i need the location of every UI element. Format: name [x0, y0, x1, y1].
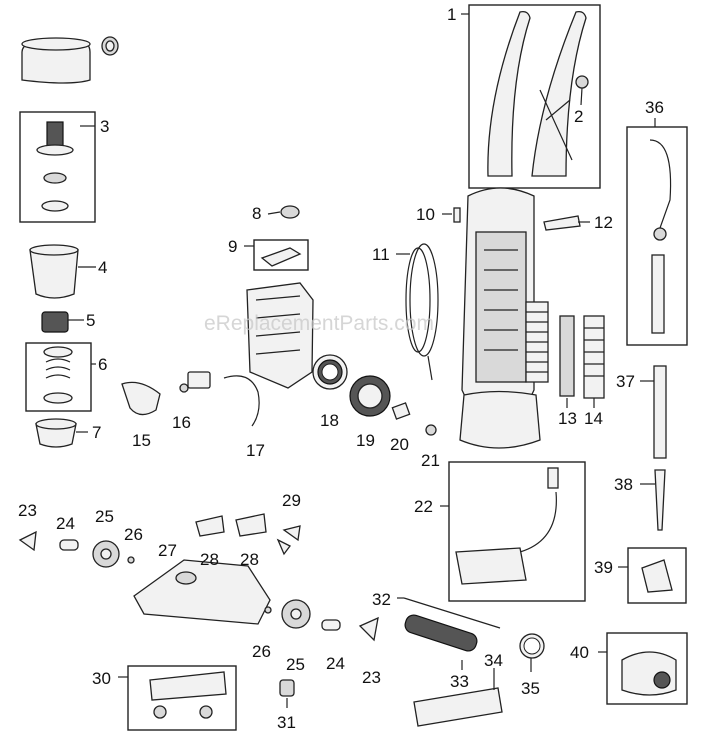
callout-24a: 24	[56, 514, 75, 533]
callout-34: 34	[484, 651, 503, 670]
extension-hose	[649, 139, 672, 334]
filter-stack	[43, 346, 73, 404]
callout-11: 11	[372, 245, 390, 264]
gasket-ring	[312, 354, 348, 390]
latch	[260, 247, 302, 267]
crevice-tool	[654, 469, 666, 531]
small-cap	[425, 424, 437, 436]
watermark: eReplacementParts.com	[204, 312, 434, 335]
knob	[280, 205, 300, 219]
box-accessory-group	[626, 126, 688, 346]
box-latch-group	[253, 239, 309, 271]
callout-36: 36	[645, 98, 664, 117]
wire-harness	[223, 375, 260, 427]
nozzle-base	[133, 559, 271, 625]
callout-18: 18	[320, 411, 339, 430]
callout-25b: 25	[286, 655, 305, 674]
callout-32: 32	[372, 590, 391, 609]
callout-28b: 28	[240, 550, 259, 569]
small-parts-right	[264, 599, 379, 642]
callout-labels: 1 2 3 4 5 6 7 8 9 10 11 12 13 14 15 16 1…	[18, 5, 664, 732]
callout-31: 31	[277, 713, 296, 732]
callout-9: 9	[228, 237, 237, 256]
box-tool-39	[627, 547, 687, 604]
small-parts-left	[18, 530, 135, 568]
connector-12	[543, 215, 581, 231]
callout-6: 6	[98, 355, 107, 374]
callout-8: 8	[252, 204, 261, 223]
box-handle-group	[468, 4, 601, 189]
wheel-brackets-28	[195, 513, 267, 537]
nozzle-parts-30	[149, 671, 227, 719]
callout-15: 15	[132, 431, 151, 450]
callout-35: 35	[521, 679, 540, 698]
side-filter-13	[525, 301, 549, 383]
callout-38: 38	[614, 475, 633, 494]
clip	[575, 75, 589, 89]
callout-28a: 28	[200, 550, 219, 569]
callout-16: 16	[172, 413, 191, 432]
box-filter-stack-group	[25, 342, 92, 412]
callout-17: 17	[246, 441, 265, 460]
callout-26b: 26	[252, 642, 271, 661]
callout-33: 33	[450, 672, 469, 691]
pin	[453, 207, 461, 223]
pre-filter	[41, 311, 69, 333]
motor	[349, 375, 391, 417]
callout-1: 1	[447, 5, 456, 24]
dirt-cup-lid	[21, 36, 119, 84]
switch	[179, 371, 211, 393]
callout-21: 21	[421, 451, 440, 470]
bracket	[391, 402, 411, 420]
box-filter-cap-group	[19, 111, 96, 223]
cyclone-filter-assembly	[36, 121, 74, 212]
callout-26a: 26	[124, 525, 143, 544]
bumper-part	[121, 381, 161, 416]
callout-3: 3	[100, 117, 109, 136]
filter-13	[559, 315, 575, 397]
power-cord	[405, 243, 439, 381]
callout-20: 20	[390, 435, 409, 454]
callout-40: 40	[570, 643, 589, 662]
callout-2: 2	[574, 107, 583, 126]
hose-assembly	[455, 467, 559, 585]
motor-housing	[246, 282, 314, 389]
callout-14: 14	[584, 409, 603, 428]
callout-30: 30	[92, 669, 111, 688]
filter-cup	[35, 418, 77, 448]
callout-22: 22	[414, 497, 433, 516]
callout-23a: 23	[18, 501, 37, 520]
wand	[653, 365, 667, 459]
callout-4: 4	[98, 258, 107, 277]
callout-5: 5	[86, 311, 95, 330]
part-29	[276, 525, 301, 556]
callout-23b: 23	[362, 668, 381, 687]
filter-14	[583, 315, 605, 399]
callout-25a: 25	[95, 507, 114, 526]
callout-12: 12	[594, 213, 613, 232]
callout-7: 7	[92, 423, 101, 442]
callout-24b: 24	[326, 654, 345, 673]
box-hose-group	[448, 461, 586, 602]
brushroll-parts	[403, 597, 545, 727]
dirt-cup	[29, 244, 79, 299]
main-body	[459, 187, 541, 449]
box-nozzle-parts	[127, 665, 237, 731]
box-turbo-tool	[606, 632, 688, 705]
callout-19: 19	[356, 431, 375, 450]
callout-39: 39	[594, 558, 613, 577]
leader-lines	[68, 13, 656, 708]
handle-halves	[487, 10, 587, 177]
callout-29: 29	[282, 491, 301, 510]
callout-10: 10	[416, 205, 435, 224]
turbo-brush	[621, 651, 677, 696]
callout-27: 27	[158, 541, 177, 560]
dusting-brush	[641, 559, 673, 593]
callout-13: 13	[558, 409, 577, 428]
callout-37: 37	[616, 372, 635, 391]
bushing-31	[279, 679, 295, 697]
